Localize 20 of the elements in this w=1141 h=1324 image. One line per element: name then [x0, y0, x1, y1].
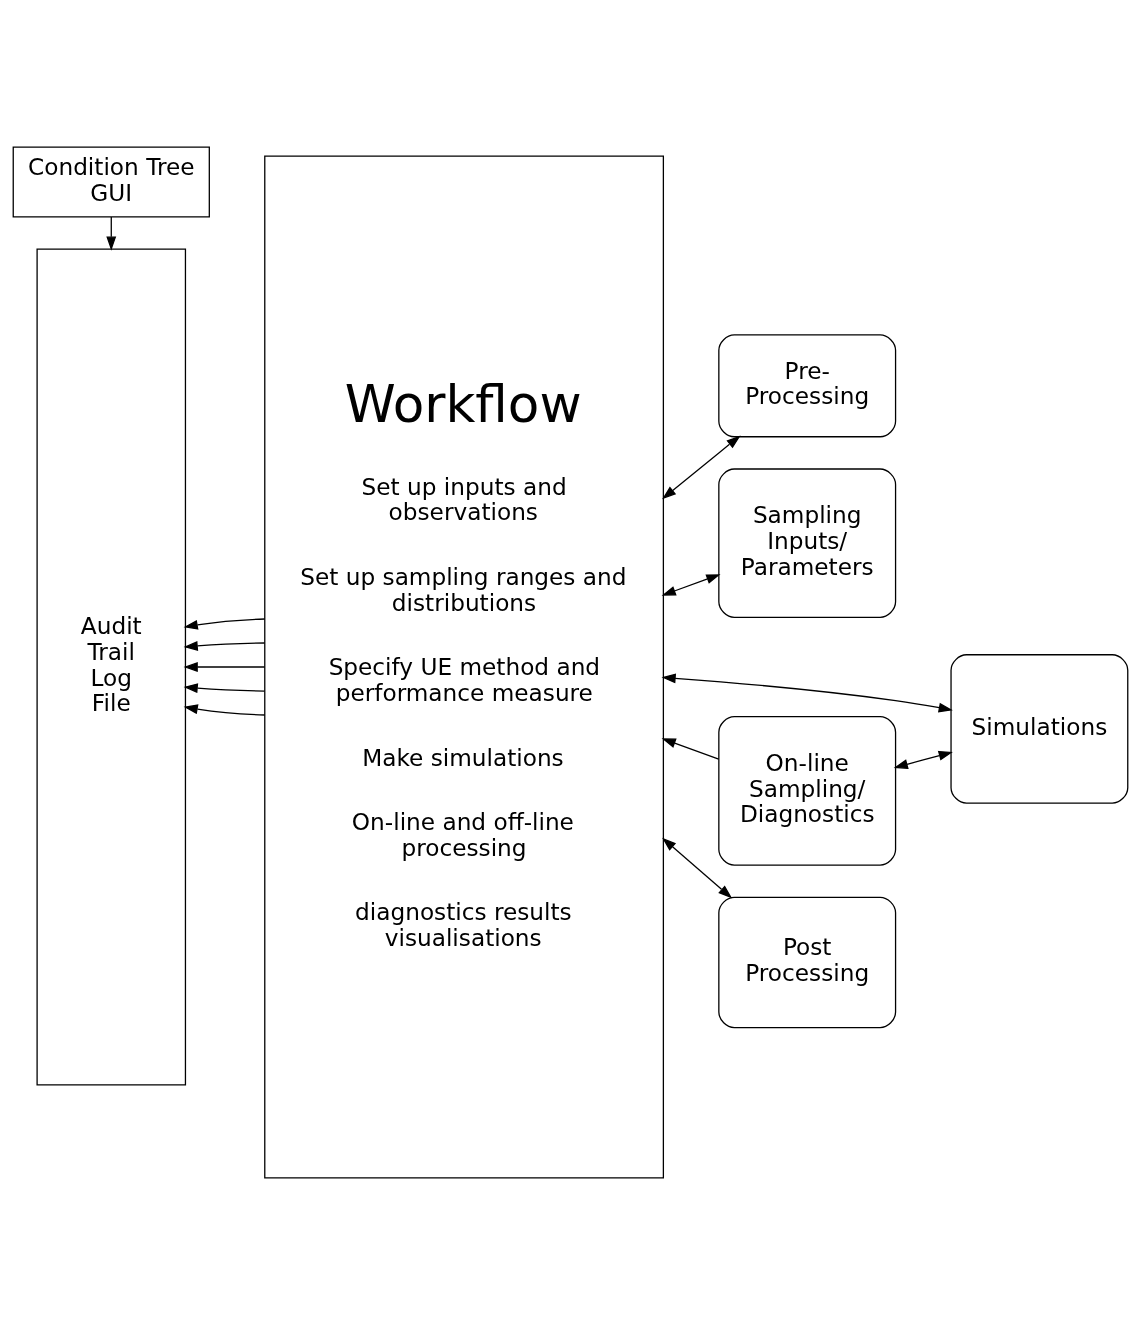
- arrow: [183, 703, 266, 716]
- arrow: [106, 215, 117, 251]
- node-box: Pre- Processing: [718, 333, 897, 437]
- arrow: [661, 672, 953, 712]
- node-box: Condition Tree GUI: [12, 146, 210, 217]
- node-box: Post Processing: [718, 896, 897, 1028]
- arrow: [662, 837, 733, 898]
- arrow: [893, 750, 953, 769]
- arrow: [183, 640, 266, 651]
- arrow: [662, 435, 741, 499]
- node-box: On-line Sampling/ Diagnostics: [718, 715, 897, 866]
- node-box: Sampling Inputs/ Parameters: [718, 467, 897, 618]
- node-box: Simulations: [950, 653, 1129, 804]
- arrow: [661, 737, 720, 760]
- arrow: [183, 617, 266, 630]
- arrow: [183, 661, 266, 672]
- node-box: Audit Trail Log File: [36, 247, 187, 1086]
- node-box: Workflow Set up inputs and observations Set up sampling ranges and distributions Specify UE method and performance measure Make simulations On-line and off-line processing diagnostics results visualisations: [264, 155, 665, 1178]
- arrow: [661, 573, 721, 596]
- arrow: [183, 682, 266, 693]
